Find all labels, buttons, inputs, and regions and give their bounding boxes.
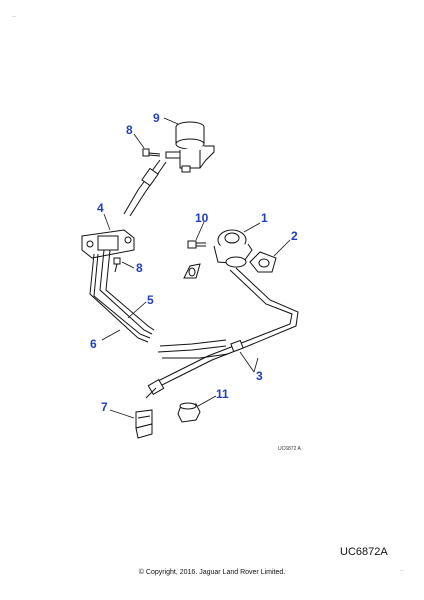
callout-8-upper: 8 — [126, 123, 133, 137]
callout-11: 11 — [216, 387, 229, 401]
gasket-part-2 — [249, 251, 277, 273]
pipe-part-3 — [145, 267, 299, 399]
callout-3: 3 — [256, 369, 263, 383]
corner-mark-right: — — [400, 567, 404, 572]
callout-10: 10 — [195, 211, 209, 225]
callout-1: 1 — [261, 211, 268, 225]
vacuum-hose — [123, 159, 167, 217]
callout-6: 6 — [90, 337, 97, 351]
callout-9: 9 — [153, 111, 160, 125]
pipe-part-5 — [99, 249, 155, 335]
adaptor-part-7 — [135, 409, 153, 439]
screw-part-8-lower — [113, 257, 121, 273]
callout-4: 4 — [97, 201, 104, 215]
gasket — [183, 263, 201, 279]
bolt-part-10 — [187, 240, 206, 249]
copyright-notice: © Copyright, 2016. Jaguar Land Rover Lim… — [138, 569, 286, 576]
drawing-code: UC6872A — [340, 546, 388, 558]
callout-2: 2 — [291, 229, 298, 243]
drawing-code-small: UC6872 A — [278, 446, 301, 452]
pipe-part-6 — [89, 253, 151, 343]
callout-5: 5 — [147, 293, 154, 307]
bracket-part-4 — [81, 229, 135, 259]
screw-part-8-upper — [142, 148, 161, 157]
egr-valve-part-1 — [213, 229, 253, 268]
leader-lines — [101, 117, 291, 419]
callout-8-lower: 8 — [136, 261, 143, 275]
callout-7: 7 — [101, 400, 108, 414]
solenoid-valve-part-9 — [165, 121, 215, 173]
nut-part-11 — [177, 402, 201, 423]
corner-mark: — — [12, 13, 16, 18]
